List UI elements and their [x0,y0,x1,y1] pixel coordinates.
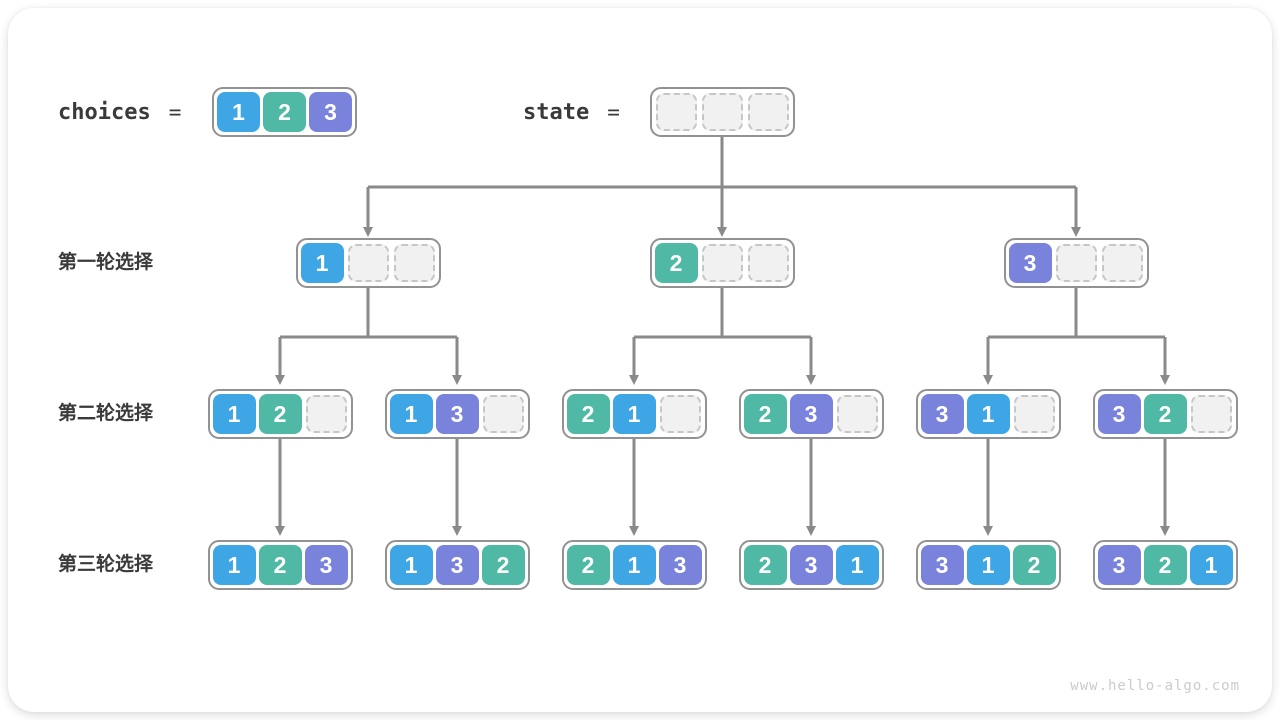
choices-legend: choices = [58,87,181,137]
state-label: state [523,99,590,125]
empty-cell [747,244,789,282]
choices-label: choices [58,99,151,125]
round1-state-box: 1 [295,238,441,288]
state-cell-3: 3 [309,92,352,132]
empty-cell [1013,395,1055,433]
state-array-box [649,87,795,137]
state-cell-3: 3 [1097,545,1141,585]
state-cell-2: 2 [263,92,306,132]
choices-equals-sign: = [168,100,182,124]
empty-cell [393,244,435,282]
state-cell-3: 3 [435,545,479,585]
round1-state-box: 3 [1003,238,1149,288]
empty-cell [747,93,789,131]
empty-cell [1101,244,1143,282]
empty-cell [1055,244,1097,282]
state-cell-2: 2 [1143,394,1187,434]
state-cell-2: 2 [743,394,787,434]
state-cell-1: 1 [835,545,879,585]
state-cell-1: 1 [212,394,256,434]
state-cell-3: 3 [789,394,833,434]
empty-cell [305,395,347,433]
empty-cell [347,244,389,282]
state-cell-1: 1 [217,92,260,132]
state-cell-1: 1 [300,243,344,283]
state-cell-3: 3 [658,545,702,585]
state-cell-2: 2 [654,243,698,283]
state-cell-3: 3 [789,545,833,585]
state-cell-1: 1 [389,394,433,434]
state-cell-2: 2 [258,394,302,434]
state-cell-2: 2 [481,545,525,585]
empty-cell [655,93,697,131]
state-legend: state = [523,87,620,137]
state-cell-2: 2 [1012,545,1056,585]
state-cell-1: 1 [1189,545,1233,585]
empty-cell [701,244,743,282]
state-equals-sign: = [607,100,620,124]
empty-cell [1190,395,1232,433]
state-cell-3: 3 [920,394,964,434]
state-cell-1: 1 [389,545,433,585]
state-cell-1: 1 [966,394,1010,434]
state-cell-3: 3 [1097,394,1141,434]
empty-cell [701,93,743,131]
round-label-1: 第一轮选择 [58,252,154,273]
state-cell-2: 2 [258,545,302,585]
state-cell-1: 1 [212,545,256,585]
state-cell-2: 2 [743,545,787,585]
state-cell-3: 3 [304,545,348,585]
round-label-3: 第三轮选择 [58,554,154,575]
empty-cell [836,395,878,433]
empty-cell [482,395,524,433]
round1-state-box: 2 [649,238,795,288]
state-cell-3: 3 [435,394,479,434]
state-cell-1: 1 [612,545,656,585]
state-cell-2: 2 [1143,545,1187,585]
empty-cell [659,395,701,433]
state-cell-1: 1 [612,394,656,434]
state-cell-3: 3 [920,545,964,585]
state-cell-2: 2 [566,545,610,585]
state-cell-2: 2 [566,394,610,434]
watermark: www.hello-algo.com [1070,678,1240,694]
state-cell-3: 3 [1008,243,1052,283]
round-label-2: 第二轮选择 [58,403,154,424]
state-cell-1: 1 [966,545,1010,585]
